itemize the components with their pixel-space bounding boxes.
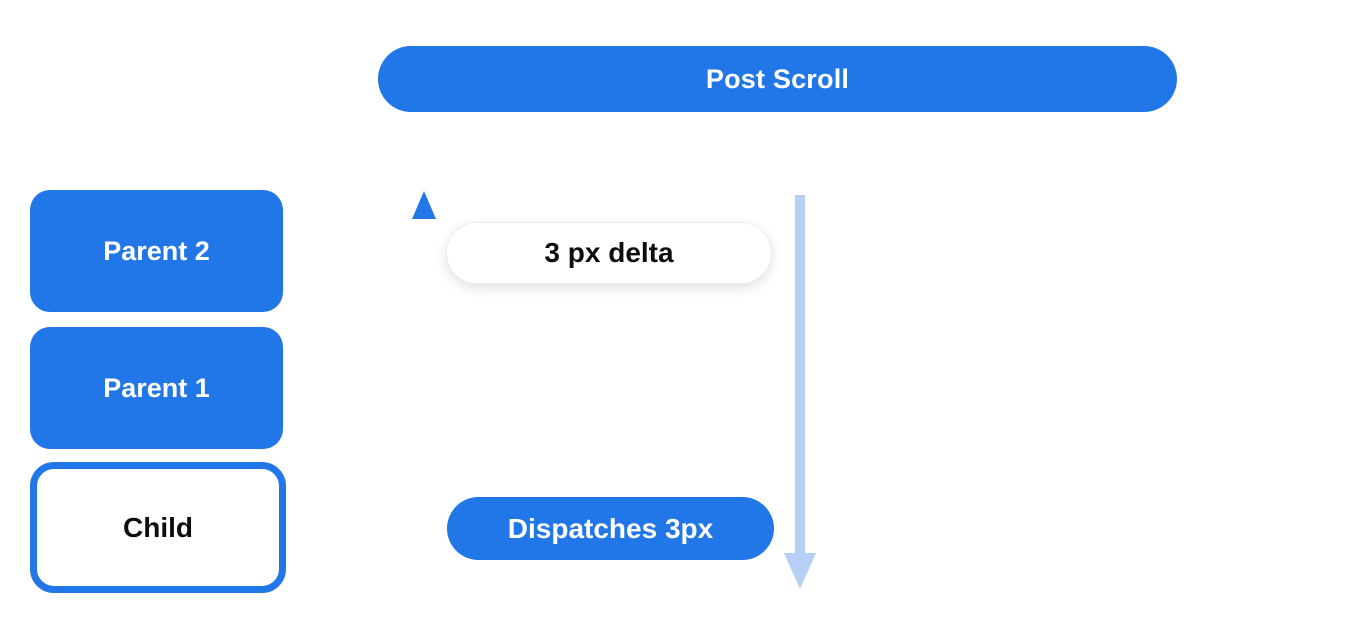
delta-pill-label: 3 px delta [544,237,674,268]
dispatch-pill: Dispatches 3px [447,497,774,560]
node-parent-1: Parent 1 [30,327,283,449]
up-arrow-icon [412,191,436,219]
post-scroll-label: Post Scroll [705,63,850,94]
delta-pill: 3 px delta [446,222,772,284]
node-parent-2-label: Parent 2 [103,235,210,266]
node-child: Child [30,462,286,593]
node-parent-2: Parent 2 [30,190,283,312]
post-scroll-header: Post Scroll [378,46,1177,112]
node-parent-1-label: Parent 1 [103,372,210,403]
down-arrow-icon [784,195,816,589]
node-child-label: Child [123,511,193,543]
dispatch-pill-label: Dispatches 3px [507,512,714,544]
